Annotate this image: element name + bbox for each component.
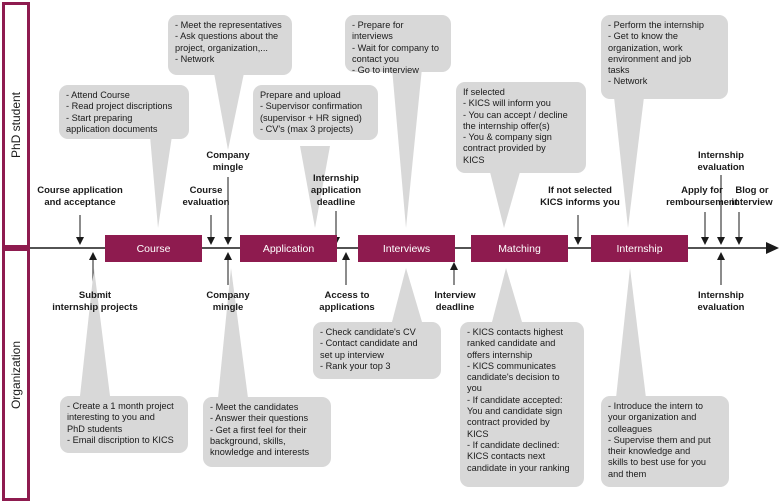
event-application-deadline: Internship application deadline [310,173,362,208]
timeline-arrowhead [766,242,779,254]
event-submit-projects: Submit internship projects [52,290,138,313]
event-internship-evaluation-bottom: Internship evaluation [697,290,745,313]
tail-course [150,136,172,228]
stage-matching: Matching [471,235,568,262]
event-not-selected: If not selected KICS informs you [540,185,620,208]
bubble-kics-contacts: - KICS contacts highest ranked candidate… [460,322,584,487]
bubble-check-cv: - Check candidate's CV - Contact candida… [313,322,441,379]
stage-course: Course [105,235,202,262]
event-course-evaluation: Course evaluation [182,185,230,208]
bubble-course: - Attend Course - Read project discripti… [59,85,189,139]
bubble-meet-candidates: - Meet the candidates - Answer their que… [203,397,331,467]
event-remboursement: Apply for remboursement [666,185,738,208]
tail-application [300,146,330,228]
stage-application: Application [240,235,337,262]
event-company-mingle-bottom: Company mingle [206,290,250,313]
stage-interviews: Interviews [358,235,455,262]
bubble-matching: If selected - KICS will inform you - You… [456,82,586,173]
tail-create-project [80,268,110,396]
bubble-company-mingle: - Meet the representatives - Ask questio… [168,15,292,75]
tail-introduce-intern [616,268,646,398]
stage-internship: Internship [591,235,688,262]
tail-interviews [392,68,422,228]
tail-matching [490,172,520,228]
tail-meet-candidates [218,268,248,398]
event-internship-evaluation-top: Internship evaluation [697,150,745,173]
event-access-applications: Access to applications [319,290,375,313]
tail-kics-contacts [492,268,522,322]
tail-check-cv [392,268,422,322]
event-company-mingle-top: Company mingle [206,150,250,173]
tail-company-mingle [214,73,244,150]
event-blog-interview: Blog or interview [731,185,773,208]
bubble-create-project: - Create a 1 month project interesting t… [60,396,188,453]
bubble-internship: - Perform the internship - Get to know t… [601,15,728,99]
tail-internship [614,97,644,228]
event-interview-deadline: Interview deadline [434,290,476,313]
bubble-interviews: - Prepare for interviews - Wait for comp… [345,15,451,75]
bubble-application: Prepare and upload - Supervisor confirma… [253,85,378,140]
lane-phd-student: PhD student [2,2,30,248]
bubble-introduce-intern: - Introduce the intern to your organizat… [601,396,729,487]
event-course-application: Course application and acceptance [37,185,123,208]
lane-organization: Organization [2,248,30,501]
